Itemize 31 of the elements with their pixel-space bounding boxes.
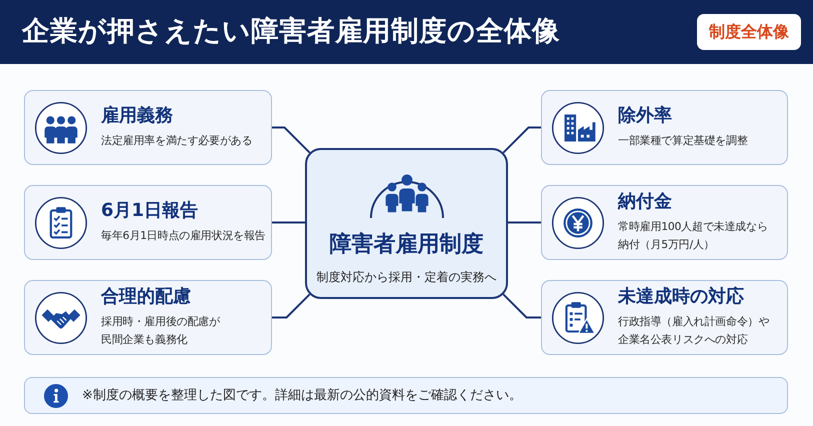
card-heading: 納付金 — [618, 191, 672, 213]
card-description: 一部業種で算定基礎を調整 — [618, 133, 749, 149]
card-heading: 雇用義務 — [101, 105, 173, 127]
connector-line — [272, 126, 310, 154]
connector-line — [502, 294, 541, 318]
card-description: 法定雇用率を満たす必要がある — [101, 133, 254, 149]
info-card — [24, 185, 272, 260]
card-description: 常時雇用100人超で未達成なら納付（月5万円/人） — [618, 219, 769, 253]
info-card — [541, 280, 788, 355]
card-heading: 6月1日報告 — [101, 200, 198, 222]
note-box — [24, 377, 788, 414]
hub-subtitle: 制度対応から採用・定着の実務へ — [316, 269, 496, 286]
connector-line — [272, 222, 305, 224]
info-card — [24, 90, 272, 165]
info-card — [24, 280, 272, 355]
card-description: 毎年6月1日時点の雇用状況を報告 — [101, 228, 267, 244]
note-text: ※制度の概要を整理した図です。詳細は最新の公的資料をご確認ください。 — [82, 386, 522, 404]
hub-heading: 障害者雇用制度 — [330, 231, 484, 259]
title: 企業が押さえたい障害者雇用制度の全体像 — [22, 14, 560, 49]
connector-line — [508, 222, 541, 224]
connector-line — [272, 294, 310, 318]
info-card — [541, 90, 788, 165]
card-description: 採用時・雇用後の配慮が民間企業も義務化 — [101, 314, 221, 348]
connector-line — [502, 126, 541, 154]
hub-box — [305, 148, 508, 299]
card-heading: 未達成時の対応 — [618, 286, 744, 308]
info-card — [541, 185, 788, 260]
card-description: 行政指導（雇入れ計画命令）や企業名公表リスクへの対応 — [618, 314, 770, 348]
card-heading: 合理的配慮 — [101, 286, 191, 308]
tag-badge: 制度全体像 — [697, 14, 801, 50]
card-heading: 除外率 — [618, 105, 672, 127]
